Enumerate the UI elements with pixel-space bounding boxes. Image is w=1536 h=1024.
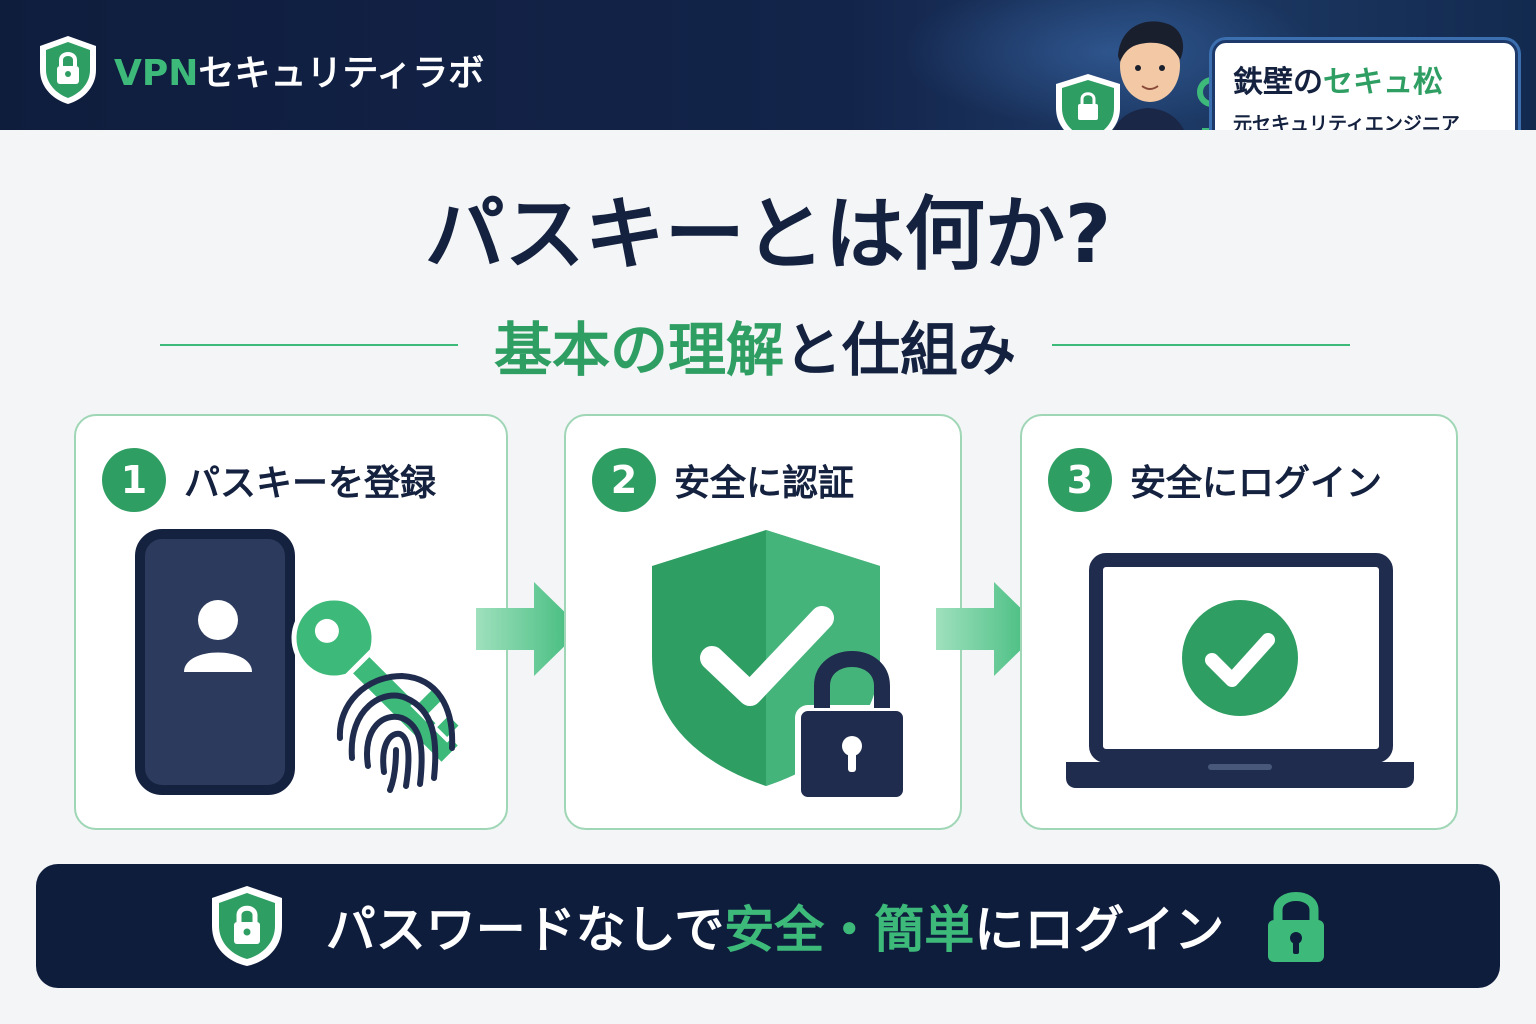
subtitle-part2: と仕組み: [784, 316, 1017, 384]
step-card-authenticate: 2 安全に認証: [564, 414, 962, 830]
banner-text-part2: 安全・簡単: [724, 901, 975, 959]
shield-lock-icon: [40, 36, 96, 104]
subtitle-divider-right: [1052, 344, 1350, 346]
summary-banner: パスワードなしで安全・簡単にログイン: [36, 864, 1500, 988]
arrow-right-icon: [936, 582, 1042, 676]
step-label: パスキーを登録: [184, 463, 437, 504]
step-card-login: 3 安全にログイン: [1020, 414, 1458, 830]
step-label: 安全にログイン: [1130, 463, 1383, 504]
author-name-part1: 鉄壁の: [1233, 65, 1323, 100]
banner-text: パスワードなしで安全・簡単にログイン: [326, 890, 1225, 962]
banner-content: パスワードなしで安全・簡単にログイン: [36, 864, 1500, 988]
step-header: 3 安全にログイン: [1048, 448, 1382, 512]
engineer-character-icon: [1056, 21, 1227, 130]
brand-suffix: セキュリティラボ: [198, 53, 485, 94]
subtitle-part1: 基本の理解: [493, 316, 784, 384]
banner-text-part3: にログイン: [974, 901, 1225, 959]
author-name-part2: セキュ松: [1323, 65, 1443, 100]
shield-check-lock-icon: [652, 530, 909, 803]
author-name: 鉄壁のセキュ松: [1233, 57, 1497, 101]
header-bar: VPNセキュリティラボ 鉄壁のセキュ松 元セキュリティエンジニア: [0, 0, 1536, 130]
subtitle-divider-left: [160, 344, 458, 346]
phone-key-fingerprint-icon: [135, 529, 465, 795]
step-number: 2: [592, 448, 656, 512]
step-number: 1: [102, 448, 166, 512]
step-card-register: 1 パスキーを登録: [74, 414, 508, 830]
brand-logo[interactable]: VPNセキュリティラボ: [36, 34, 484, 106]
banner-text-part1: パスワードなしで: [325, 901, 725, 959]
step-header: 2 安全に認証: [592, 448, 854, 512]
laptop-check-icon: [1066, 553, 1414, 788]
step-number: 3: [1048, 448, 1112, 512]
author-role: 元セキュリティエンジニア: [1233, 113, 1460, 130]
step-header: 1 パスキーを登録: [102, 448, 436, 512]
step-label: 安全に認証: [674, 463, 855, 504]
shield-lock-icon: [211, 886, 282, 966]
subtitle-row: 基本の理解と仕組み: [160, 300, 1350, 390]
brand-prefix: VPN: [114, 53, 199, 94]
page-title: パスキーとは何か?: [424, 188, 1112, 281]
arrow-right-icon: [476, 582, 582, 676]
lock-icon: [1268, 892, 1325, 962]
brand-name: VPNセキュリティラボ: [114, 44, 484, 96]
page-subtitle: 基本の理解と仕組み: [458, 303, 1052, 387]
author-card: 鉄壁のセキュ松 元セキュリティエンジニア: [1212, 40, 1518, 130]
